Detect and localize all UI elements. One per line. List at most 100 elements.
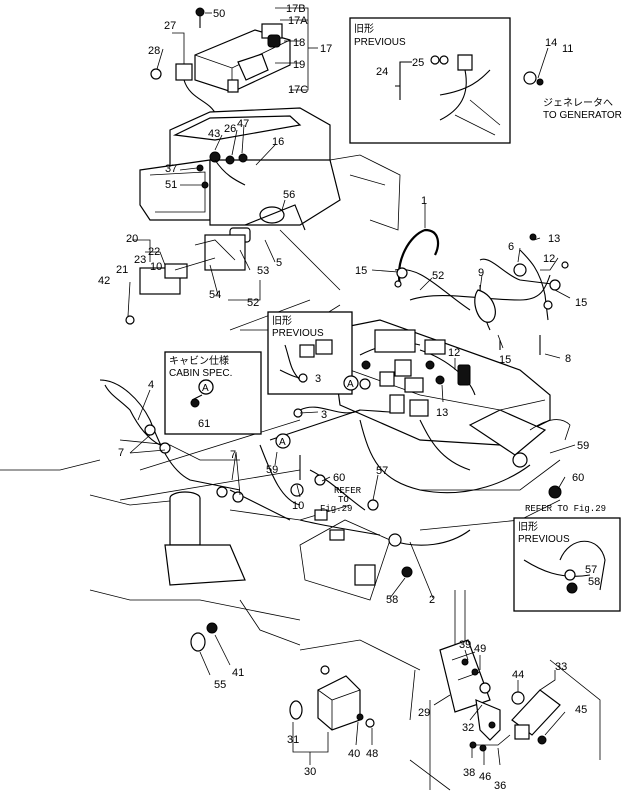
label-49: 49 bbox=[474, 643, 486, 655]
label-36: 36 bbox=[494, 780, 506, 791]
label-10a: 10 bbox=[150, 261, 162, 273]
label-24: 24 bbox=[376, 66, 388, 78]
label-15c: 15 bbox=[499, 354, 511, 366]
label-58b: 58 bbox=[386, 594, 398, 606]
label-57a: 57 bbox=[376, 465, 388, 477]
label-33: 33 bbox=[555, 661, 567, 673]
label-13b: 13 bbox=[436, 407, 448, 419]
leaders-top-left bbox=[127, 7, 318, 317]
label-20: 20 bbox=[126, 233, 138, 245]
label-42: 42 bbox=[98, 275, 110, 287]
marker-a-1: A bbox=[347, 379, 354, 390]
label-41: 41 bbox=[232, 667, 244, 679]
bottom-left-parts bbox=[190, 622, 375, 765]
label-60a: 60 bbox=[333, 472, 345, 484]
bracket-assembly bbox=[433, 639, 566, 766]
a-markers: A A A bbox=[198, 375, 359, 449]
label-47: 47 bbox=[237, 118, 249, 130]
label-15b: 15 bbox=[575, 297, 587, 309]
label-18: 18 bbox=[293, 37, 305, 49]
label-59a: 59 bbox=[266, 464, 278, 476]
label-16: 16 bbox=[272, 136, 284, 148]
label-28: 28 bbox=[148, 45, 160, 57]
previous-jp-bottom: 旧形 bbox=[518, 521, 538, 533]
label-29: 29 bbox=[418, 707, 430, 719]
control-box-assembly bbox=[125, 7, 341, 325]
to-generator-jp: ジェネレータへ bbox=[543, 97, 613, 109]
label-13a: 13 bbox=[548, 233, 560, 245]
label-44: 44 bbox=[512, 669, 524, 681]
previous-text-top: PREVIOUS bbox=[354, 37, 406, 48]
marker-a-3: A bbox=[202, 383, 209, 394]
label-11: 11 bbox=[562, 43, 573, 55]
label-37: 37 bbox=[165, 163, 177, 175]
label-52: 52 bbox=[247, 297, 259, 309]
label-8: 8 bbox=[565, 353, 571, 365]
label-15a: 15 bbox=[355, 265, 367, 277]
relay-cluster bbox=[144, 233, 569, 578]
label-1: 1 bbox=[421, 195, 427, 207]
label-27: 27 bbox=[164, 20, 176, 32]
label-54: 54 bbox=[209, 289, 221, 301]
refer-fig29-right: REFER TO Fig.29 bbox=[525, 504, 606, 514]
label-48: 48 bbox=[366, 748, 378, 760]
label-25: 25 bbox=[412, 57, 424, 69]
label-9: 9 bbox=[478, 267, 484, 279]
label-39: 39 bbox=[459, 639, 471, 651]
label-12b: 12 bbox=[448, 347, 460, 359]
previous-inset-center bbox=[267, 311, 353, 395]
previous-text-center: PREVIOUS bbox=[272, 328, 324, 339]
previous-text-bottom: PREVIOUS bbox=[518, 534, 570, 545]
label-17c: 17C bbox=[288, 84, 308, 96]
cabin-jp: キャビン仕様 bbox=[169, 354, 229, 367]
label-7b: 7 bbox=[230, 449, 236, 461]
label-58a: 58 bbox=[588, 576, 600, 588]
fig29-center: Fig.29 bbox=[320, 504, 352, 514]
previous-inset-top bbox=[349, 17, 511, 144]
label-10b: 10 bbox=[292, 500, 304, 512]
label-55: 55 bbox=[214, 679, 226, 691]
callout-texts: 旧形 PREVIOUS 旧形 PREVIOUS キャビン仕様 CABIN SPE… bbox=[169, 23, 622, 545]
label-45: 45 bbox=[575, 704, 587, 716]
label-2: 2 bbox=[429, 594, 435, 606]
label-21: 21 bbox=[116, 264, 128, 276]
generator-terminal bbox=[523, 47, 549, 86]
refer-center: REFER bbox=[334, 486, 362, 496]
label-59b: 59 bbox=[577, 440, 589, 452]
label-30: 30 bbox=[304, 766, 316, 778]
label-56: 56 bbox=[283, 189, 295, 201]
label-4: 4 bbox=[148, 379, 154, 391]
harness-wires bbox=[99, 228, 561, 546]
label-50: 50 bbox=[213, 8, 225, 20]
to-center: TO bbox=[338, 495, 349, 505]
previous-jp-center: 旧形 bbox=[272, 315, 292, 327]
label-53: 53 bbox=[257, 265, 269, 277]
label-14: 14 bbox=[545, 37, 557, 49]
to-generator-text: TO GENERATOR bbox=[543, 110, 622, 121]
label-38: 38 bbox=[463, 767, 475, 779]
label-17a: 17A bbox=[288, 15, 308, 27]
previous-jp-top: 旧形 bbox=[354, 23, 374, 35]
label-40: 40 bbox=[348, 748, 360, 760]
label-6: 6 bbox=[508, 241, 514, 253]
cabin-text: CABIN SPEC. bbox=[169, 368, 232, 379]
label-52b: 52 bbox=[432, 270, 444, 282]
part-labels: 17B 50 17A 27 18 17 28 19 17C 43 26 47 1… bbox=[98, 3, 600, 791]
label-60b: 60 bbox=[572, 472, 584, 484]
label-7a: 7 bbox=[118, 447, 124, 459]
label-22: 22 bbox=[148, 246, 160, 258]
label-31: 31 bbox=[287, 734, 299, 746]
label-3b: 3 bbox=[321, 409, 327, 421]
label-46: 46 bbox=[479, 771, 491, 783]
label-57b: 57 bbox=[585, 564, 597, 576]
marker-a-2: A bbox=[279, 437, 286, 448]
label-51: 51 bbox=[165, 179, 177, 191]
label-26: 26 bbox=[224, 123, 236, 135]
label-17b: 17B bbox=[286, 3, 306, 15]
previous-inset-bottom bbox=[513, 517, 621, 612]
label-23: 23 bbox=[134, 254, 146, 266]
label-61: 61 bbox=[198, 418, 210, 430]
label-19: 19 bbox=[293, 59, 305, 71]
label-17: 17 bbox=[320, 43, 332, 55]
